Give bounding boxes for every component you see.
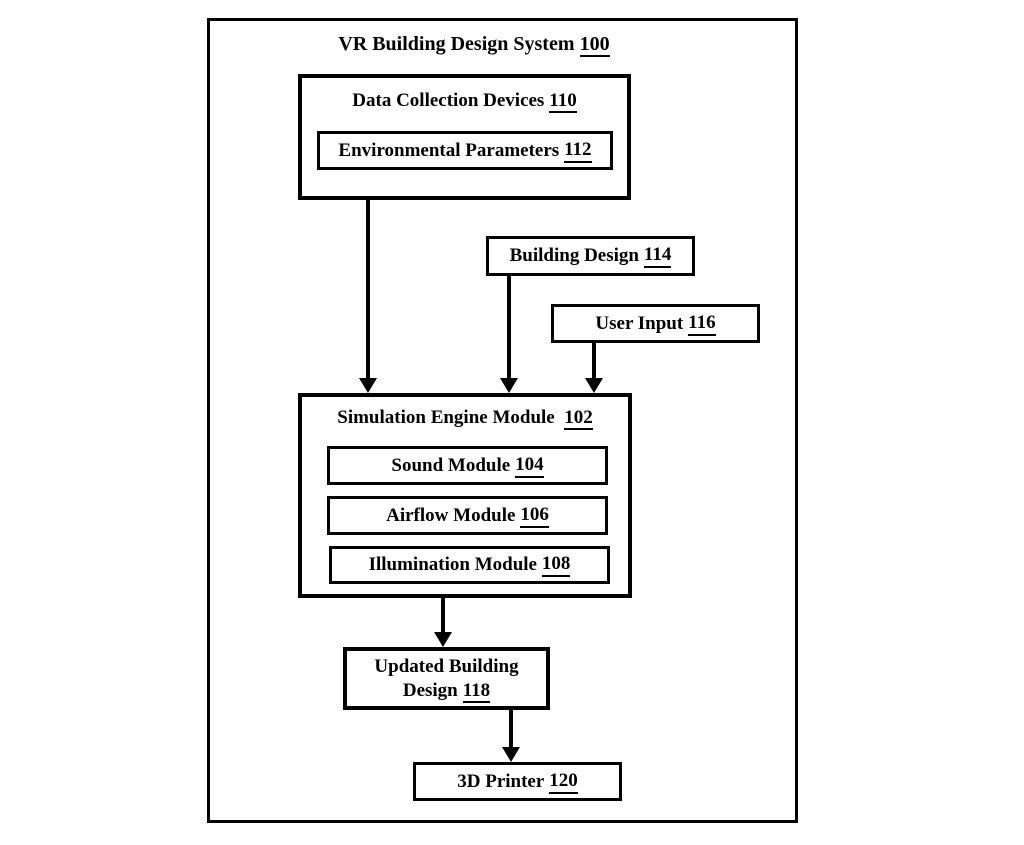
arrow-data-collection-to-simulation-head-icon (359, 378, 377, 393)
node-ref: 114 (643, 244, 672, 268)
arrow-simulation-to-updated-design-head-icon (434, 632, 452, 647)
arrow-user-input-to-simulation-head-icon (585, 378, 603, 393)
node-label: Data Collection Devices (352, 90, 545, 111)
node-label: Airflow Module (386, 504, 516, 526)
node-label: Simulation Engine Module (337, 407, 555, 428)
node-label: 3D Printer (457, 770, 545, 792)
arrow-user-input-to-simulation-line (592, 343, 596, 380)
node-label: Environmental Parameters (338, 139, 560, 161)
arrow-building-design-to-simulation-head-icon (500, 378, 518, 393)
node-ref: 118 (462, 679, 491, 703)
node-ref: 102 (564, 407, 593, 430)
node-simulation-engine-module-label: Simulation Engine Module 102 (298, 407, 632, 430)
node-label: Illumination Module (368, 554, 537, 575)
node-ref: 108 (541, 553, 571, 577)
node-label-line1: Updated Building (374, 655, 519, 677)
node-ref: 106 (520, 504, 549, 528)
arrow-simulation-to-updated-design-line (441, 598, 445, 634)
arrow-data-collection-to-simulation-line (366, 200, 370, 380)
node-ref: 116 (688, 312, 716, 336)
node-ref: 120 (549, 770, 578, 794)
node-label: Sound Module (391, 454, 511, 476)
arrow-building-design-to-simulation-line (507, 276, 511, 380)
arrow-updated-design-to-3d-printer-head-icon (502, 747, 520, 762)
node-ref: 112 (564, 139, 592, 163)
node-ref: 110 (549, 90, 577, 113)
node-label: User Input (595, 312, 684, 334)
diagram-title-ref: 100 (579, 33, 610, 57)
arrow-updated-design-to-3d-printer-line (509, 710, 513, 749)
node-ref: 104 (515, 454, 544, 478)
diagram-title-label: VR Building Design System (338, 33, 575, 55)
node-label: Building Design (509, 245, 639, 266)
